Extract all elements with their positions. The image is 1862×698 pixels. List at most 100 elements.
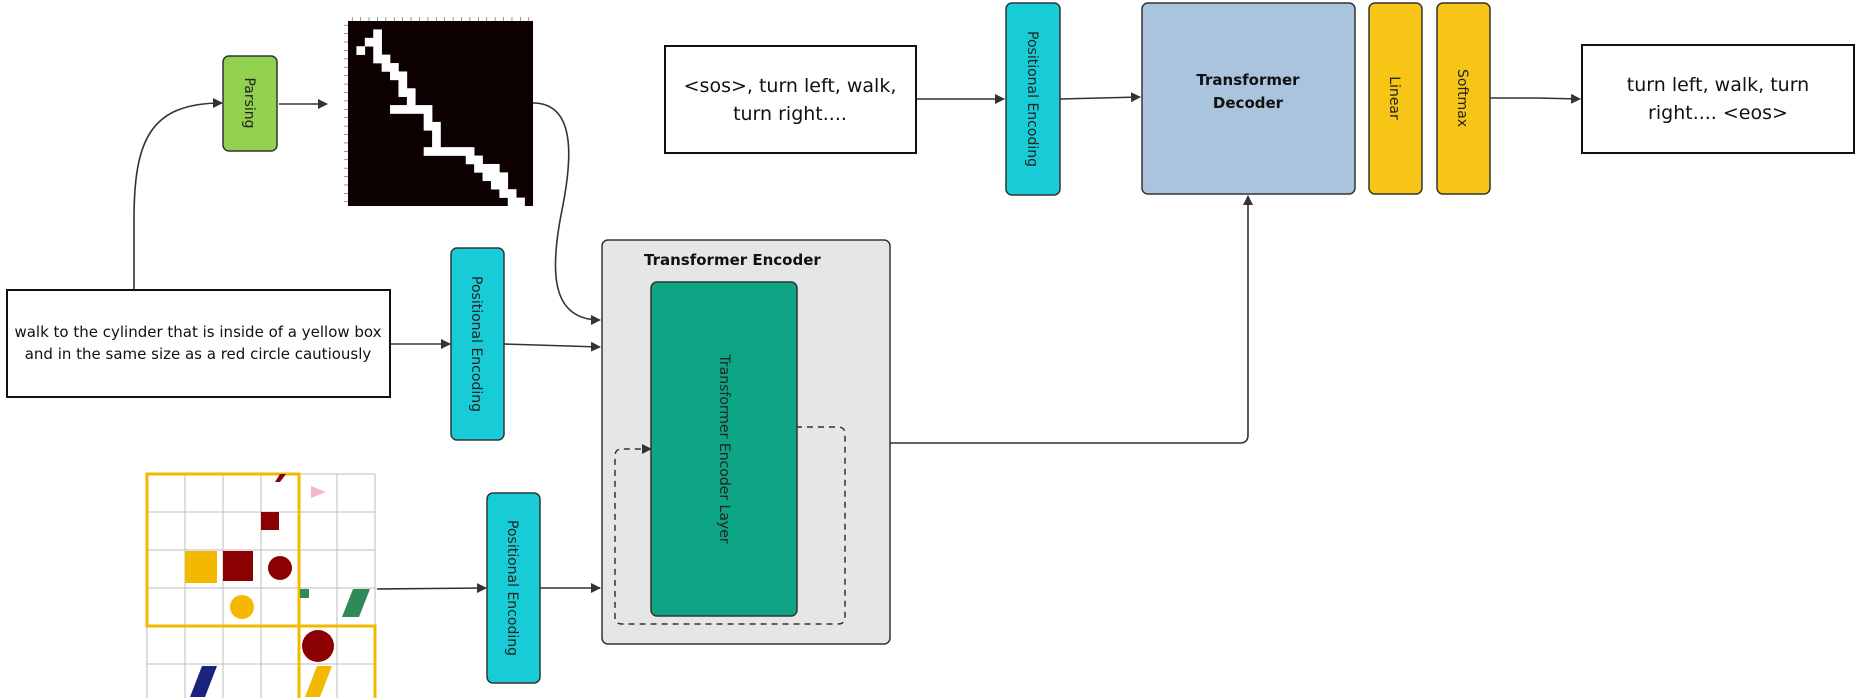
green-box-small <box>300 589 309 598</box>
transformer-encoder: Transformer Encoder Transformer Encoder … <box>601 239 891 645</box>
matrix-cell <box>465 147 475 156</box>
arrow-posenc-to-encoder <box>503 341 601 352</box>
output-line-1: turn left, walk, turn <box>1627 74 1809 96</box>
matrix-cell <box>406 96 416 106</box>
matrix-cell <box>406 88 416 97</box>
parsing-node: Parsing <box>222 55 278 152</box>
matrix-cell <box>448 147 458 156</box>
green-cylinder <box>342 589 370 617</box>
yellow-cylinder <box>305 666 332 697</box>
arrow-posenc-to-decoder <box>1059 92 1141 103</box>
arrow-softmax-to-output <box>1490 93 1581 104</box>
yellow-box-outline-large <box>145 472 301 628</box>
matrix-cell <box>423 121 433 131</box>
yellow-circle <box>230 595 254 619</box>
matrix-cell <box>432 121 441 131</box>
arrow-instruction-to-parsing <box>133 98 223 290</box>
matrix-cell <box>381 54 391 64</box>
matrix-cell <box>432 147 441 156</box>
matrix-cell <box>490 172 500 182</box>
matrix-cell <box>499 180 509 190</box>
encoder-layer-loop <box>614 426 846 625</box>
arrow-matrix-to-encoder <box>532 102 601 325</box>
linear-layer: Linear <box>1368 2 1423 195</box>
connectors <box>133 92 1581 594</box>
positional-encoding-grid: Positional Encoding <box>486 492 541 684</box>
linear-label: Linear <box>1386 76 1402 120</box>
matrix-cell <box>373 29 382 39</box>
matrix-cell <box>373 54 382 64</box>
matrix-cell <box>423 105 433 114</box>
matrix-cell <box>482 172 492 182</box>
decoder-label-line-2: Decoder <box>1213 94 1284 112</box>
matrix-cell <box>465 155 475 165</box>
decoder-label-line-1: Transformer <box>1196 71 1300 89</box>
matrix-cells <box>356 29 525 207</box>
matrix-cell <box>390 105 399 114</box>
matrix-cell <box>373 46 382 55</box>
instruction-line-2: and in the same size as a red circle cau… <box>25 345 372 363</box>
yellow-box-outline-small <box>297 624 377 698</box>
softmax-layer: Softmax <box>1436 2 1491 195</box>
matrix-cell <box>373 37 382 47</box>
decoder-input-box: <sos>, turn left, walk, turn right.... <box>664 45 917 154</box>
encoder-title: Transformer Encoder <box>644 251 821 269</box>
grid-world <box>145 472 377 698</box>
blue-cylinder <box>190 666 217 697</box>
red-box-small <box>261 512 279 530</box>
pink-triangle <box>311 486 326 498</box>
positional-encoding-text: Positional Encoding <box>450 247 505 441</box>
matrix-cell <box>474 163 483 173</box>
softmax-label: Softmax <box>1454 69 1470 127</box>
matrix-cell <box>423 113 433 123</box>
decoder-input-line-2: turn right.... <box>733 103 847 125</box>
matrix-cell <box>381 63 391 72</box>
matrix-cell <box>516 197 525 207</box>
matrix-cell <box>398 105 408 114</box>
red-circle-small <box>268 556 292 580</box>
red-circle-large <box>302 630 334 662</box>
matrix-cell <box>390 71 399 81</box>
matrix-cell <box>356 46 366 55</box>
matrix-cell <box>490 163 500 173</box>
matrix-ticks <box>344 17 530 203</box>
instruction-line-1: walk to the cylinder that is inside of a… <box>14 323 381 341</box>
matrix-cell <box>398 71 408 81</box>
parse-adjacency-matrix <box>344 17 533 207</box>
matrix-cell <box>398 88 408 97</box>
red-cylinder-top <box>275 474 286 482</box>
yellow-box <box>185 551 217 583</box>
matrix-cell <box>415 105 424 114</box>
matrix-cell <box>398 79 408 89</box>
matrix-cell <box>457 147 467 156</box>
positional-encoding-grid-label: Positional Encoding <box>504 520 520 656</box>
red-box <box>223 551 253 581</box>
output-box: turn left, walk, turn right.... <eos> <box>1581 44 1855 154</box>
encoder-layer-label: Transformer Encoder Layer <box>716 353 732 543</box>
output-line-2: right.... <eos> <box>1648 102 1788 124</box>
matrix-cell <box>440 147 450 156</box>
matrix-cell <box>432 130 441 140</box>
matrix-cell <box>364 37 374 47</box>
matrix-cell <box>507 197 517 207</box>
parsing-label: Parsing <box>241 77 257 128</box>
matrix-cell <box>390 63 399 72</box>
arrow-grid-to-posenc <box>376 583 487 594</box>
matrix-cell <box>507 189 517 198</box>
matrix-cell <box>474 155 483 165</box>
matrix-cell <box>490 180 500 190</box>
matrix-cell <box>423 147 433 156</box>
decoder-input-line-1: <sos>, turn left, walk, <box>684 75 897 97</box>
transformer-decoder: Transformer Decoder <box>1141 2 1356 195</box>
instruction-box: walk to the cylinder that is inside of a… <box>6 289 391 398</box>
matrix-cell <box>499 189 509 198</box>
positional-encoding-text-label: Positional Encoding <box>468 276 484 412</box>
matrix-cell <box>406 105 416 114</box>
positional-encoding-decoder-label: Positional Encoding <box>1024 31 1040 167</box>
matrix-cell <box>499 172 509 182</box>
matrix-cell <box>482 163 492 173</box>
matrix-cell <box>432 138 441 148</box>
arrow-encoder-to-decoder <box>890 195 1253 444</box>
positional-encoding-decoder: Positional Encoding <box>1005 2 1061 196</box>
